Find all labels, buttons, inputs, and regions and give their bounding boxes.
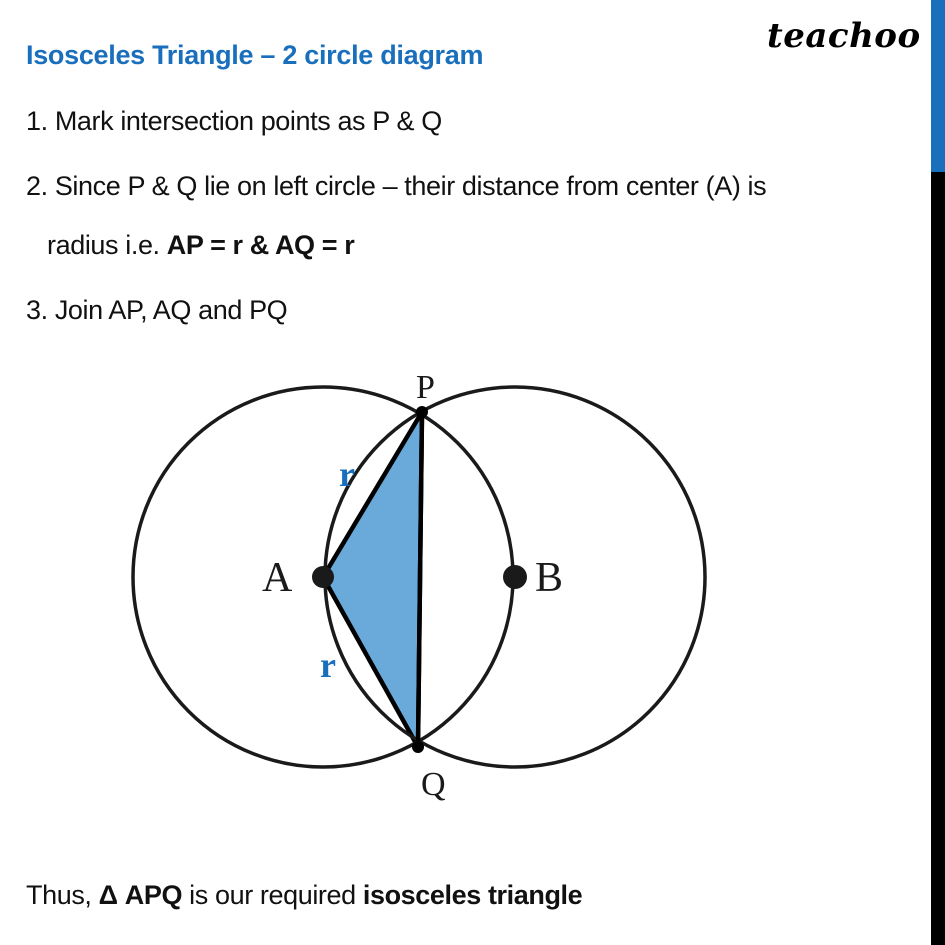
step-2-cont: radius i.e. (47, 230, 167, 260)
step-2-line-1: 2. Since P & Q lie on left circle – thei… (26, 171, 767, 201)
conclusion-type: isosceles triangle (362, 880, 583, 910)
teachoo-logo: teachoo (767, 16, 921, 56)
point-b-dot (503, 565, 527, 589)
point-p-dot (416, 406, 428, 418)
label-q: Q (421, 766, 446, 803)
triangle-apq (320, 409, 425, 750)
conclusion-pre: Thus, (26, 880, 99, 910)
conclusion: Thus, Δ APQ is our required isosceles tr… (26, 880, 583, 911)
step-1: 1. Mark intersection points as P & Q (26, 106, 442, 136)
segment-pq (415, 411, 425, 748)
sidebar-dark-bar (931, 172, 945, 945)
step-3: 3. Join AP, AQ and PQ (26, 295, 288, 325)
label-p: P (416, 369, 435, 406)
page-title: Isosceles Triangle – 2 circle diagram (26, 40, 484, 70)
point-a-dot (312, 566, 334, 588)
conclusion-mid: is our required (182, 880, 363, 910)
label-a: A (262, 555, 293, 601)
conclusion-triangle: Δ APQ (98, 880, 183, 910)
label-ap-r: r (339, 454, 355, 494)
step-2-bold: AP = r & AQ = r (166, 230, 355, 260)
label-aq-r: r (320, 645, 336, 685)
step-2-line-2: radius i.e. AP = r & AQ = r (47, 230, 355, 261)
point-q-dot (412, 741, 424, 753)
sidebar-accent-bar (931, 0, 945, 172)
label-b: B (535, 555, 563, 601)
